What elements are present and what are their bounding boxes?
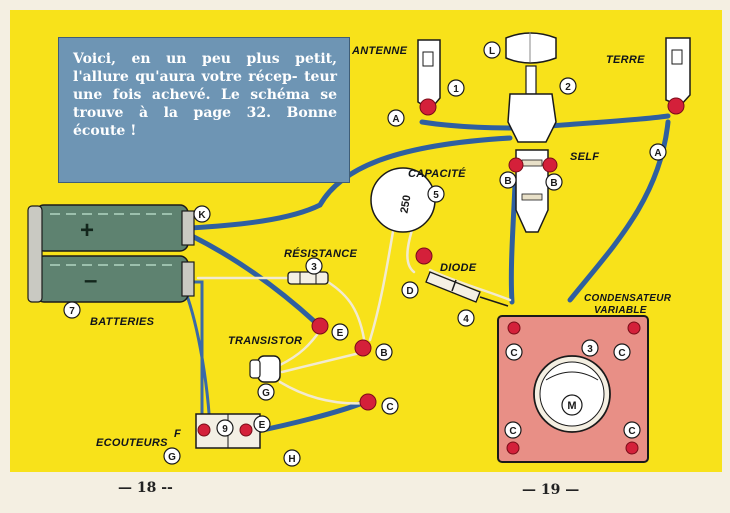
lead-transistor-c [278,380,370,405]
marker-3-condenser: 3 [587,344,593,355]
lead-diode [428,268,512,302]
thin-wires [183,280,212,432]
wire-battery-ecouteurs [183,288,212,430]
condensateur-variable [497,315,649,463]
capacitor-marking: 250 [398,194,413,214]
marker-c-transistor: C [386,402,393,413]
marker-k: K [198,210,206,221]
wire-battery-transistor [187,232,318,325]
self-coil [505,32,558,233]
marker-3-resistance: 3 [311,262,317,273]
battery-top [35,204,189,252]
marker-b-transistor: B [380,348,387,359]
marker-c-4: C [628,426,635,437]
caption-box: Voici, en un peu plus petit, l'allure qu… [58,37,350,183]
marker-9: 9 [222,424,228,435]
diode-component [425,271,509,307]
marker-a-antenne: A [392,114,399,125]
label-condensateur: CONDENSATEUR [584,293,672,304]
label-resistance: RÉSISTANCE [284,248,358,260]
label-transistor: TRANSISTOR [228,335,303,347]
radio-assembly-diagram: + – 250 [10,10,722,472]
marker-c-3: C [509,426,516,437]
marker-c-1: C [510,348,517,359]
self-contact-left [508,157,524,173]
lead-resistance [326,280,367,347]
label-variable: VARIABLE [594,305,647,316]
lead-capacity [368,218,397,342]
battery-bottom [35,255,189,303]
marker-e-ecouteurs: E [259,420,266,431]
label-diode: DIODE [440,262,477,274]
marker-g-transistor: G [262,388,270,399]
marker-7: 7 [69,306,75,317]
antenne-contact [419,98,437,116]
marker-m: M [567,400,576,412]
batteries: + – [27,204,195,303]
battery-minus-sign: – [84,267,97,294]
marker-b-right: B [550,178,557,189]
marker-c-2: C [618,348,625,359]
ecouteurs-contact-1 [197,423,211,437]
marker-5: 5 [433,190,439,201]
label-batteries: BATTERIES [90,316,155,328]
antenne-terminal [417,39,441,116]
contact-dots [311,247,641,455]
label-f: F [174,428,182,440]
label-antenne: ANTENNE [352,45,408,57]
wire-self-condensateur [508,182,518,305]
marker-h: H [288,454,295,465]
ecouteurs-contact-2 [239,423,253,437]
marker-1: 1 [453,84,459,95]
self-contact-right [542,157,558,173]
wire-self-terre [547,113,671,129]
circuit-drawing: + – 250 [27,32,691,467]
marker-4: 4 [463,314,469,325]
marker-a-terre: A [654,148,661,159]
marker-e-transistor: E [337,328,344,339]
battery-plus-sign: + [80,217,94,244]
label-self: SELF [570,151,600,163]
lead-transistor-b [280,350,366,374]
marker-b-left: B [504,176,511,187]
wire-self-battery [187,135,513,231]
resistance-component [287,271,329,285]
marker-g-ecouteurs: G [168,452,176,463]
label-capacite: CAPACITÉ [408,168,466,180]
circled-markers [63,41,667,467]
marker-d: D [406,286,413,297]
marker-l: L [489,46,495,57]
caption-text: Voici, en un peu plus petit, l'allure qu… [73,51,337,139]
wire-antenna-self [419,119,523,131]
page-number-left: — 18 -- [118,480,173,496]
label-ecouteurs: ECOUTEURS [96,437,168,449]
transistor-component [249,355,281,383]
lead-capacity-diode [406,228,416,274]
label-terre: TERRE [606,54,645,66]
marker-2: 2 [565,82,571,93]
marker-letters: L 1 2 A A B B K 5 3 D 4 7 E B C G E 9 H … [69,46,661,465]
wire-battery-down [190,280,204,432]
capacite-component: 250 [370,167,436,233]
terre-terminal [665,37,691,115]
page-number-right: — 19 — [522,482,580,498]
terre-contact [667,97,685,115]
